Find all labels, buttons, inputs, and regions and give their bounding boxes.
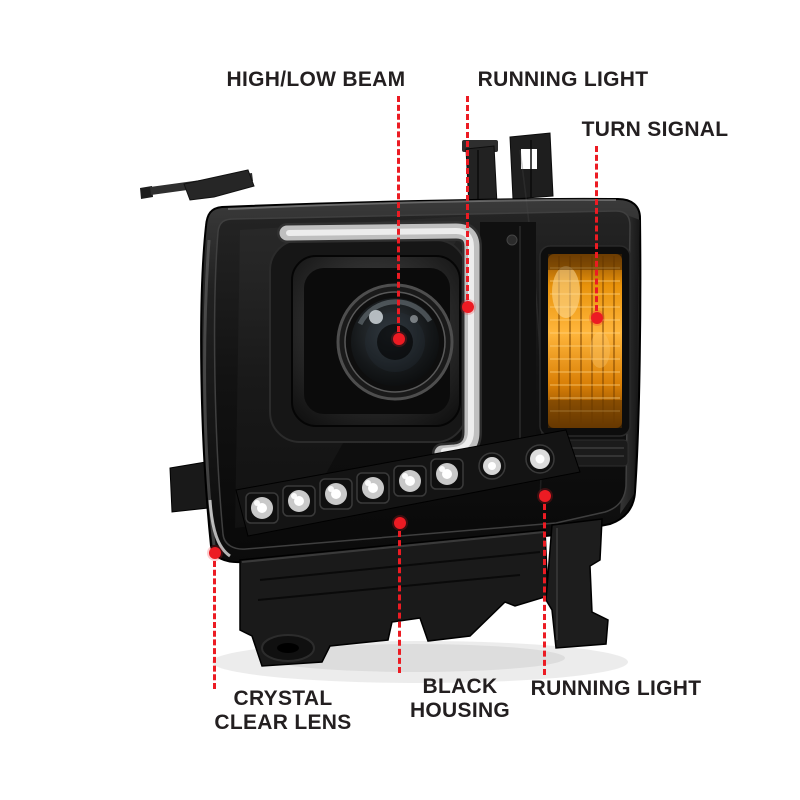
marker-dot-black-housing [394,517,406,529]
marker-dot-crystal-clear-lens [209,547,221,559]
label-high-low-beam: HIGH/LOW BEAM [226,68,406,91]
mounting-tabs-top [140,132,554,207]
projector-high-low-beam [269,239,467,443]
label-line-1: CRYSTAL [233,687,333,710]
led-running-light-strip [235,429,581,537]
leader-line-crystal-clear-lens [213,561,216,689]
edge-highlights [203,198,617,558]
marker-dot-turn-signal [591,312,603,324]
lower-mounting-bracket [239,518,609,667]
leader-line-turn-signal [595,146,598,311]
label-running-light-top: RUNNING LIGHT [477,68,649,91]
label-turn-signal: TURN SIGNAL [581,118,729,141]
label-crystal-clear-lens: CRYSTAL CLEAR LENS [214,687,351,735]
leader-line-black-housing [398,531,401,673]
leader-line-running-light-bottom [543,504,546,675]
label-line-1: BLACK [422,675,498,698]
turn-signal-reflector [539,245,631,467]
marker-dot-running-light-bottom [539,490,551,502]
leader-line-high-low-beam [397,96,400,332]
inner-divider-panel [480,222,536,472]
leader-line-running-light-top [466,96,469,300]
marker-dot-running-light-top [462,301,474,313]
label-running-light-bottom: RUNNING LIGHT [530,677,702,700]
label-line-2: HOUSING [409,698,511,722]
side-tab-left [169,461,209,513]
label-line-2: CLEAR LENS [214,710,352,734]
marker-dot-high-low-beam [393,333,405,345]
label-black-housing: BLACK HOUSING [410,675,510,723]
